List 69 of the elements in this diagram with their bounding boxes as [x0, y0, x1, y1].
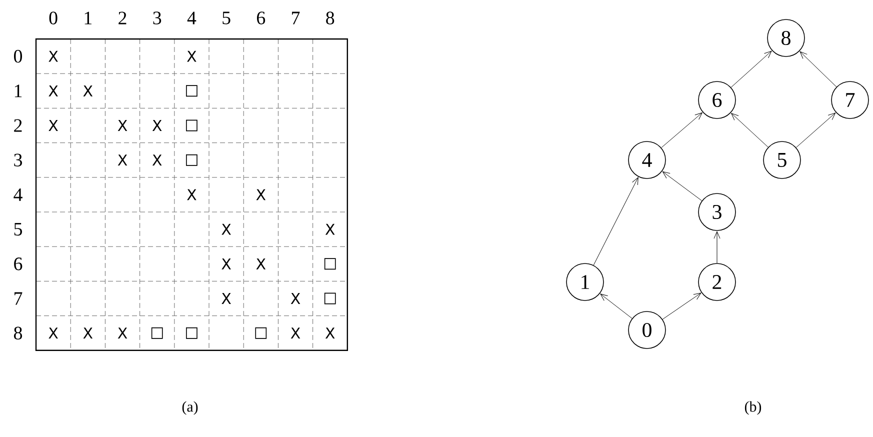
column-header: 3	[153, 12, 162, 24]
arrow	[730, 50, 772, 88]
cell-mark: X	[222, 258, 231, 270]
arrow	[600, 294, 632, 319]
cell-mark: X	[48, 85, 58, 96]
graph-node: 3	[698, 193, 736, 231]
row-header: 6	[14, 258, 22, 270]
column-header: 0	[49, 12, 58, 24]
arrow	[593, 177, 638, 266]
cell-mark: □	[186, 85, 198, 97]
cell-mark: □	[186, 327, 198, 339]
arrow	[731, 113, 768, 148]
cell-mark: X	[187, 50, 196, 62]
graph-node: 7	[831, 81, 869, 119]
row-header: 0	[14, 50, 22, 63]
arrow	[662, 292, 702, 320]
column-header: 7	[292, 12, 300, 24]
graph-node: 1	[566, 263, 604, 301]
arrow	[800, 51, 837, 88]
cell-mark: □	[186, 120, 198, 132]
cell-mark: X	[48, 328, 58, 339]
cell-mark: X	[256, 258, 266, 270]
row-header: 7	[14, 292, 22, 305]
column-header: 2	[118, 12, 126, 24]
cell-mark: X	[325, 328, 335, 339]
row-header: 2	[14, 119, 22, 132]
graph-node: 2	[698, 263, 736, 301]
column-header: 8	[326, 12, 334, 24]
cell-mark: X	[290, 293, 300, 304]
cell-mark: X	[325, 224, 335, 235]
arrow	[662, 171, 702, 201]
graph-node: 0	[628, 311, 666, 349]
cell-mark: X	[118, 120, 128, 131]
cell-mark: X	[187, 189, 196, 200]
cell-mark: X	[83, 85, 93, 96]
cell-mark: X	[118, 154, 128, 166]
graph-node: 4	[628, 141, 666, 179]
column-header: 6	[257, 12, 266, 24]
cell-mark: □	[324, 258, 336, 270]
row-header: 1	[14, 84, 22, 98]
cell-mark: X	[48, 50, 58, 62]
cell-mark: X	[256, 189, 266, 200]
row-header: 3	[14, 154, 22, 166]
arrow	[714, 231, 720, 264]
caption: (a)	[182, 401, 198, 415]
graph-node: 5	[763, 141, 801, 179]
graph-node: 6	[698, 81, 736, 119]
cell-mark: X	[152, 120, 162, 131]
cell-mark: X	[152, 154, 162, 166]
cell-mark: X	[290, 328, 300, 339]
cell-mark: X	[83, 328, 93, 339]
column-header: 1	[84, 12, 92, 24]
row-header: 8	[14, 326, 22, 340]
cell-mark: X	[222, 224, 231, 235]
column-header: 5	[222, 12, 230, 24]
cell-mark: X	[222, 293, 231, 304]
cell-mark: X	[118, 328, 128, 339]
cell-mark: □	[151, 327, 163, 339]
row-header: 5	[14, 223, 22, 236]
column-header: 4	[187, 12, 196, 24]
cell-mark: □	[255, 327, 267, 339]
cell-mark: □	[324, 292, 336, 304]
cell-mark: X	[48, 120, 58, 131]
cell-mark: □	[186, 154, 198, 166]
caption: (b)	[744, 401, 762, 415]
arrow	[661, 112, 702, 148]
row-header: 4	[14, 188, 22, 201]
graph-node: 8	[767, 19, 805, 57]
arrow	[796, 112, 836, 148]
